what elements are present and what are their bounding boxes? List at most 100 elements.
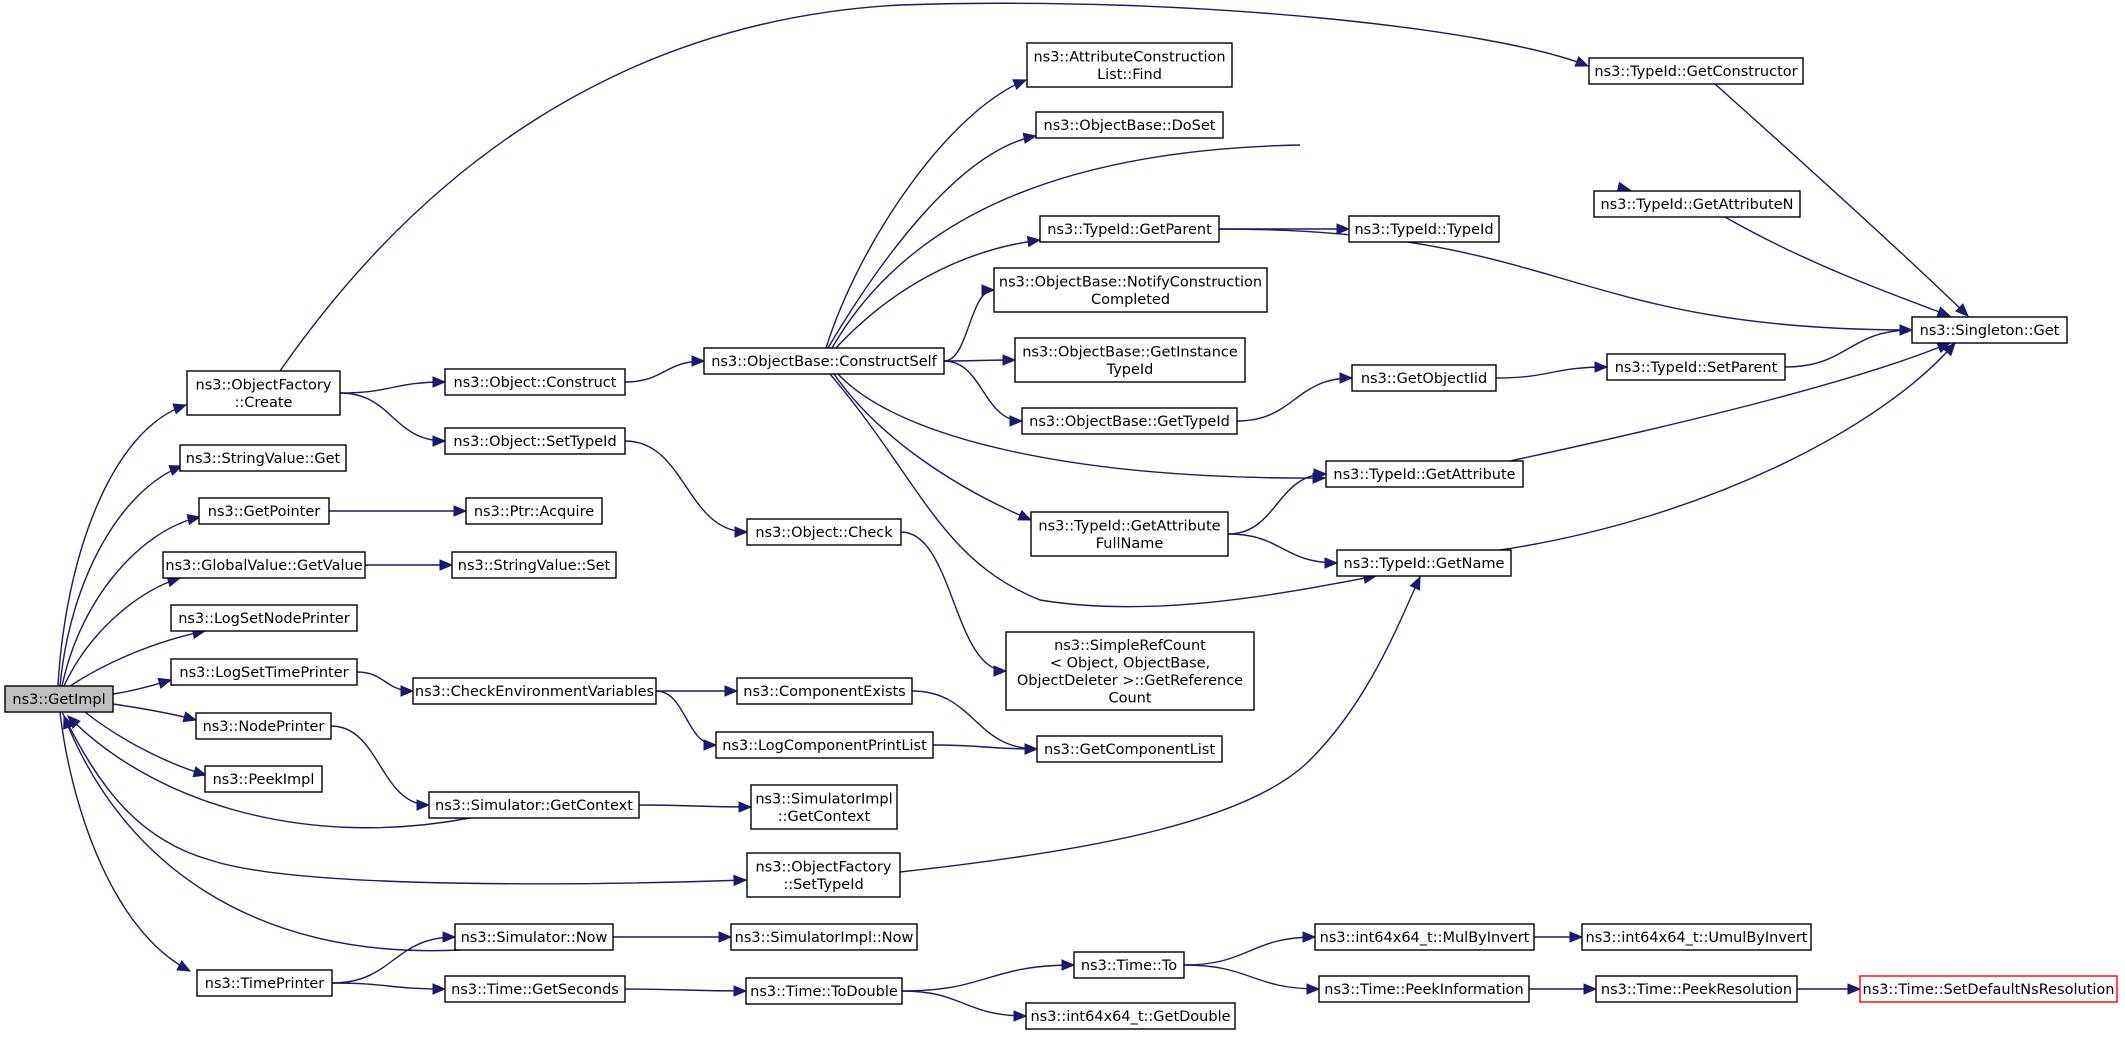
node-label: ns3::Time::ToDouble xyxy=(750,984,898,1000)
node-int64-umulbyinvert[interactable]: ns3::int64x64_t::UmulByInvert xyxy=(1581,923,1812,951)
node-label: ns3::NodePrinter xyxy=(203,719,325,735)
node-timeprinter[interactable]: ns3::TimePrinter xyxy=(196,969,333,997)
node-label: ns3::ObjectBase::DoSet xyxy=(1044,118,1216,134)
node-checkenv[interactable]: ns3::CheckEnvironmentVariables xyxy=(412,677,657,705)
node-time-setdefaultns[interactable]: ns3::Time::SetDefaultNsResolution xyxy=(1859,975,2118,1003)
node-componentexists[interactable]: ns3::ComponentExists xyxy=(736,677,913,705)
node-sim-getcontext[interactable]: ns3::Simulator::GetContext xyxy=(428,791,640,819)
node-label: ns3::GetPointer xyxy=(208,504,321,520)
edge-timeprinter-to-sim_now xyxy=(331,931,457,984)
edge-objbase_constructself-to-typeid_getparent xyxy=(835,235,1042,349)
edge-nodeprinter-to-sim_getcontext xyxy=(330,725,431,811)
node-stringvalue-set[interactable]: ns3::StringValue::Set xyxy=(451,551,617,579)
node-label: ns3::ObjectBase::ConstructSelf xyxy=(711,354,937,370)
node-label: < Object, ObjectBase, xyxy=(1050,655,1210,671)
node-label: ns3::TypeId::TypeId xyxy=(1354,222,1493,238)
node-label: ns3::GlobalValue::GetValue xyxy=(165,558,362,574)
edge-getimpl-to-objfactory_create xyxy=(57,403,188,687)
node-label: ns3::Time::PeekResolution xyxy=(1601,982,1792,998)
node-sim-now[interactable]: ns3::Simulator::Now xyxy=(454,923,614,951)
node-typeid-getattributen[interactable]: ns3::TypeId::GetAttributeN xyxy=(1593,190,1801,218)
node-label: ns3::Object::SetTypeId xyxy=(453,434,616,450)
edge-typeid_getattrfullname-to-typeid_getname xyxy=(1227,533,1339,569)
node-label: ns3::CheckEnvironmentVariables xyxy=(415,684,654,700)
node-nodeprinter[interactable]: ns3::NodePrinter xyxy=(195,712,332,740)
node-typeid-setparent[interactable]: ns3::TypeId::SetParent xyxy=(1606,353,1786,381)
node-logsettimeprinter[interactable]: ns3::LogSetTimePrinter xyxy=(170,658,358,686)
edge-logsettimeprinter-to-checkenv xyxy=(356,671,415,697)
node-label: ns3::SimpleRefCount xyxy=(1054,638,1206,654)
node-simimpl-now[interactable]: ns3::SimulatorImpl::Now xyxy=(730,923,918,951)
node-objbase-gettypeid[interactable]: ns3::ObjectBase::GetTypeId xyxy=(1021,407,1238,435)
node-stringvalue-get[interactable]: ns3::StringValue::Get xyxy=(179,444,347,472)
edge-objbase_constructself-to-objbase_doset xyxy=(827,132,1038,349)
node-peekimpl[interactable]: ns3::PeekImpl xyxy=(204,765,323,793)
edge-getpointer-to-ptr_acquire xyxy=(329,505,468,517)
edge-getobjectiid-to-typeid_setparent xyxy=(1495,361,1609,379)
node-getimpl: ns3::GetImpl xyxy=(4,685,114,713)
node-label: ns3::TypeId::GetParent xyxy=(1047,222,1212,238)
node-object-settypeid[interactable]: ns3::Object::SetTypeId xyxy=(444,427,626,455)
node-label: ns3::Simulator::GetContext xyxy=(435,798,633,814)
node-getcomponentlist[interactable]: ns3::GetComponentList xyxy=(1036,735,1223,763)
node-time-getseconds[interactable]: ns3::Time::GetSeconds xyxy=(444,975,626,1003)
edge-getimpl-to-stringvalue_get xyxy=(59,465,184,687)
node-globalvalue-getvalue[interactable]: ns3::GlobalValue::GetValue xyxy=(162,551,366,579)
node-singleton-get[interactable]: ns3::Singleton::Get xyxy=(1911,316,2068,344)
edge-objfactory_create-to-object_settypeid xyxy=(339,392,447,447)
node-logcomponentprintlist[interactable]: ns3::LogComponentPrintList xyxy=(715,731,934,759)
node-objbase-constructself[interactable]: ns3::ObjectBase::ConstructSelf xyxy=(703,347,945,375)
node-objbase-doset[interactable]: ns3::ObjectBase::DoSet xyxy=(1035,111,1224,139)
node-ptr-acquire[interactable]: ns3::Ptr::Acquire xyxy=(465,497,603,525)
node-time-to[interactable]: ns3::Time::To xyxy=(1073,951,1185,979)
edge-objbase_constructself-to-attrconstr_find xyxy=(825,79,1028,349)
edge-typeid_getattrfullname-to-typeid_getattribute xyxy=(1227,468,1328,535)
node-typeid-typeid[interactable]: ns3::TypeId::TypeId xyxy=(1348,215,1500,243)
node-objfactory-create[interactable]: ns3::ObjectFactory::Create xyxy=(186,370,341,416)
edge-int64_mulbyinvert-to-int64_umulbyinvert xyxy=(1534,931,1584,943)
node-time-peekinfo[interactable]: ns3::Time::PeekInformation xyxy=(1318,975,1530,1003)
node-typeid-getname[interactable]: ns3::TypeId::GetName xyxy=(1336,549,1512,577)
node-label: ns3::TypeId::GetConstructor xyxy=(1594,64,1797,80)
node-label: ns3::Simulator::Now xyxy=(461,930,608,946)
node-objfactory-settypeid[interactable]: ns3::ObjectFactory::SetTypeId xyxy=(746,852,901,898)
edge-getimpl-to-getpointer xyxy=(61,514,202,687)
node-label: ns3::ObjectBase::NotifyConstruction xyxy=(999,274,1262,290)
node-label: ns3::TypeId::GetName xyxy=(1344,556,1505,572)
node-typeid-getconstructor[interactable]: ns3::TypeId::GetConstructor xyxy=(1588,57,1804,85)
node-getpointer[interactable]: ns3::GetPointer xyxy=(198,497,330,525)
node-simplerefcount[interactable]: ns3::SimpleRefCount< Object, ObjectBase,… xyxy=(1005,631,1255,711)
edge-getimpl-to-objfactory_settypeid xyxy=(61,711,748,887)
node-label: ns3::TypeId::GetAttribute xyxy=(1333,467,1515,483)
node-int64-getdouble[interactable]: ns3::int64x64_t::GetDouble xyxy=(1025,1002,1236,1030)
edge-time_todouble-to-int64_getdouble xyxy=(901,990,1028,1022)
node-simimpl-getcontext[interactable]: ns3::SimulatorImpl::GetContext xyxy=(750,784,898,830)
node-logsetnodeprinter[interactable]: ns3::LogSetNodePrinter xyxy=(170,604,358,632)
node-label: ns3::GetObjectIid xyxy=(1361,371,1487,387)
node-label: ns3::ComponentExists xyxy=(743,684,906,700)
node-typeid-getattribute[interactable]: ns3::TypeId::GetAttribute xyxy=(1325,460,1524,488)
node-label: ns3::ObjectBase::GetInstance xyxy=(1022,344,1238,360)
node-label: ns3::int64x64_t::GetDouble xyxy=(1030,1009,1230,1025)
node-time-todouble[interactable]: ns3::Time::ToDouble xyxy=(745,977,903,1005)
node-label: ns3::TimePrinter xyxy=(205,976,325,992)
node-time-peekres[interactable]: ns3::Time::PeekResolution xyxy=(1595,975,1798,1003)
edge-object_construct-to-objbase_constructself xyxy=(624,355,706,383)
edge-getimpl-to-peekimpl xyxy=(84,711,208,778)
node-label: ns3::SimulatorImpl xyxy=(755,791,892,807)
node-label: ns3::Ptr::Acquire xyxy=(474,504,594,520)
node-typeid-getparent[interactable]: ns3::TypeId::GetParent xyxy=(1039,215,1220,243)
edge-typeid_getname-to-singleton_get xyxy=(1499,342,1956,551)
edge-object_settypeid-to-object_check xyxy=(624,440,749,538)
node-int64-mulbyinvert[interactable]: ns3::int64x64_t::MulByInvert xyxy=(1314,923,1535,951)
node-objbase-notify[interactable]: ns3::ObjectBase::NotifyConstructionCompl… xyxy=(993,267,1268,313)
node-label: ns3::int64x64_t::UmulByInvert xyxy=(1586,930,1808,946)
node-object-check[interactable]: ns3::Object::Check xyxy=(746,518,902,546)
node-object-construct[interactable]: ns3::Object::Construct xyxy=(444,368,626,396)
node-getobjectiid[interactable]: ns3::GetObjectIid xyxy=(1351,364,1497,392)
node-label: ns3::Time::To xyxy=(1081,958,1177,974)
